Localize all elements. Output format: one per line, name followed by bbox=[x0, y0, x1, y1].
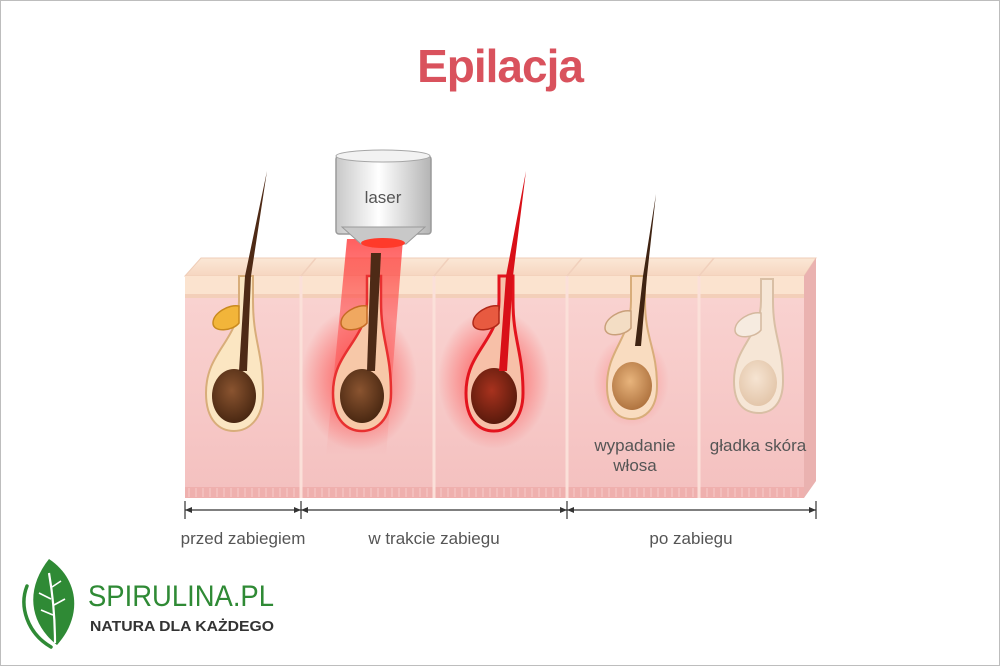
skin-base-texture bbox=[188, 488, 799, 497]
laser-label: laser bbox=[365, 188, 402, 207]
hair-follicle-before bbox=[204, 171, 267, 433]
sebaceous-gland bbox=[212, 304, 240, 331]
hair-follicle-heated bbox=[464, 171, 526, 433]
leaf-icon bbox=[22, 559, 75, 649]
logo-name: SPIRULINA.PL bbox=[88, 580, 274, 613]
smooth-skin-label: gładka skóra bbox=[710, 436, 807, 455]
stage-brackets bbox=[184, 501, 817, 519]
hair-falling-label: wypadanie bbox=[593, 436, 675, 455]
hair-follicle-falling bbox=[604, 194, 659, 421]
hair-follicle-laser bbox=[331, 253, 393, 433]
stage-label-during: w trakcie zabiegu bbox=[367, 529, 499, 548]
laser-device: laser bbox=[335, 149, 432, 248]
hair-follicle-empty bbox=[732, 278, 785, 415]
stage-label-before: przed zabiegiem bbox=[181, 529, 306, 548]
page-title: Epilacja bbox=[417, 40, 584, 92]
logo-tagline: NATURA DLA KAŻDEGO bbox=[90, 618, 274, 635]
stage-label-after: po zabiegu bbox=[649, 529, 732, 548]
hair-falling-label-2: włosa bbox=[612, 456, 657, 475]
logo: SPIRULINA.PL NATURA DLA KAŻDEGO bbox=[22, 559, 274, 649]
